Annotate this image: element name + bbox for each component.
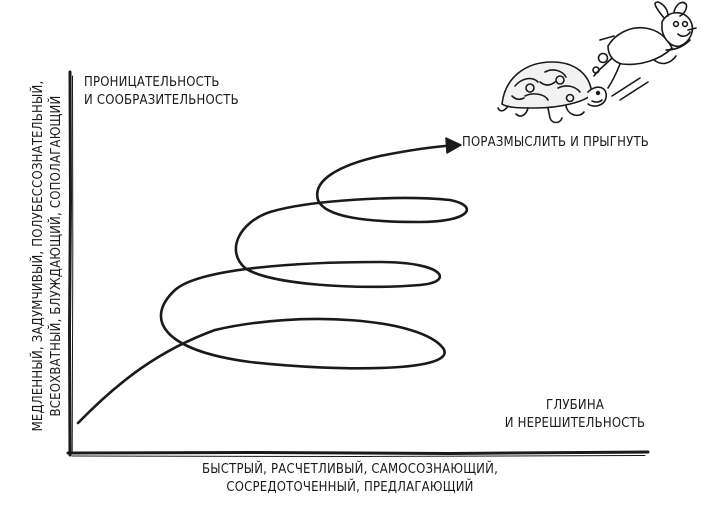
target-label: ПОРАЗМЫСЛИТЬ И ПРЫГНУТЬ: [462, 135, 650, 150]
y-axis-side-label-line-1: МЕДЛЕННЫЙ, ЗАДУМЧИВЫЙ, ПОЛУБЕССОЗНАТЕЛЬН…: [31, 80, 46, 432]
y-axis-top-label-line-1: ПРОНИЦАТЕЛЬНОСТЬ: [84, 75, 220, 90]
x-axis-right-label-line-2: И НЕРЕШИТЕЛЬНОСТЬ: [504, 416, 646, 431]
x-axis: [66, 450, 650, 456]
y-axis-side-label: МЕДЛЕННЫЙ, ЗАДУМЧИВЫЙ, ПОЛУБЕССОЗНАТЕЛЬН…: [30, 66, 66, 446]
x-axis-right-label: ГЛУБИНА И НЕРЕШИТЕЛЬНОСТЬ: [500, 397, 650, 433]
x-axis-bottom-label-line-2: СОСРЕДОТОЧЕННЫЙ, ПРЕДЛАГАЮЩИЙ: [226, 480, 474, 495]
y-axis-top-label-line-2: И СООБРАЗИТЕЛЬНОСТЬ: [84, 93, 239, 108]
x-axis-bottom-label-line-1: БЫСТРЫЙ, РАСЧЕТЛИВЫЙ, САМОСОЗНАЮЩИЙ,: [202, 462, 498, 477]
y-axis-side-label-line-2: ВСЕОХВАТНЫЙ, БЛУЖДАЮЩИЙ, СОПОЛАГАЮЩИЙ: [49, 95, 64, 417]
x-axis-bottom-label: БЫСТРЫЙ, РАСЧЕТЛИВЫЙ, САМОСОЗНАЮЩИЙ, СОС…: [150, 461, 550, 497]
x-axis-right-label-line-1: ГЛУБИНА: [545, 398, 605, 413]
hare: [607, 26, 673, 66]
spiral-curve: [76, 143, 469, 425]
arrow-head-icon: [445, 137, 462, 154]
tortoise-and-hare-icon: [497, 1, 697, 124]
y-axis-top-label: ПРОНИЦАТЕЛЬНОСТЬ И СООБРАЗИТЕЛЬНОСТЬ: [84, 74, 239, 110]
y-axis-shadow: [71, 75, 74, 453]
x-axis-shadow: [71, 455, 646, 458]
y-axis: [67, 70, 73, 457]
axes: [66, 70, 650, 458]
